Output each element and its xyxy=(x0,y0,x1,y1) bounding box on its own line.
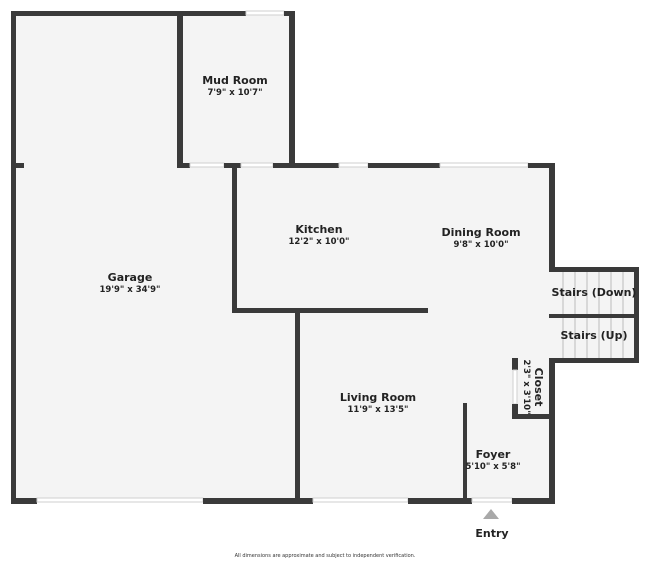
footnote: All dimensions are approximate and subje… xyxy=(235,553,416,559)
room-dims-closet: 2'3" x 3'10" xyxy=(521,359,531,414)
room-dims-garage: 19'9" x 34'9" xyxy=(100,285,161,295)
main-floor xyxy=(234,166,552,501)
room-dims-kitchen: 12'2" x 10'0" xyxy=(289,237,350,247)
room-dims-mud-room: 7'9" x 10'7" xyxy=(207,88,262,98)
room-dims-living-room: 11'9" x 13'5" xyxy=(348,405,409,415)
window xyxy=(245,10,285,16)
room-name-closet: Closet xyxy=(532,368,545,407)
floor-areas xyxy=(14,14,638,501)
entry-arrow-icon xyxy=(483,509,499,519)
entry-label: Entry xyxy=(475,527,508,540)
room-name-garage: Garage xyxy=(108,271,153,284)
entry-door xyxy=(471,497,513,503)
room-dims-dining-room: 9'8" x 10'0" xyxy=(453,240,508,250)
window xyxy=(338,162,369,168)
room-dims-foyer: 5'10" x 5'8" xyxy=(465,462,520,472)
doorway xyxy=(189,162,225,168)
closet-door xyxy=(512,369,518,405)
window xyxy=(439,162,529,168)
room-name-foyer: Foyer xyxy=(476,448,511,461)
room-name-stairs-down: Stairs (Down) xyxy=(552,286,637,299)
room-name-kitchen: Kitchen xyxy=(295,223,342,236)
doorway xyxy=(240,162,274,168)
window xyxy=(312,497,409,503)
room-name-dining-room: Dining Room xyxy=(441,226,520,239)
walls xyxy=(11,10,639,504)
garage-door xyxy=(36,497,204,503)
room-name-stairs-up: Stairs (Up) xyxy=(560,329,627,342)
room-name-living-room: Living Room xyxy=(340,391,416,404)
room-name-mud-room: Mud Room xyxy=(202,74,268,87)
